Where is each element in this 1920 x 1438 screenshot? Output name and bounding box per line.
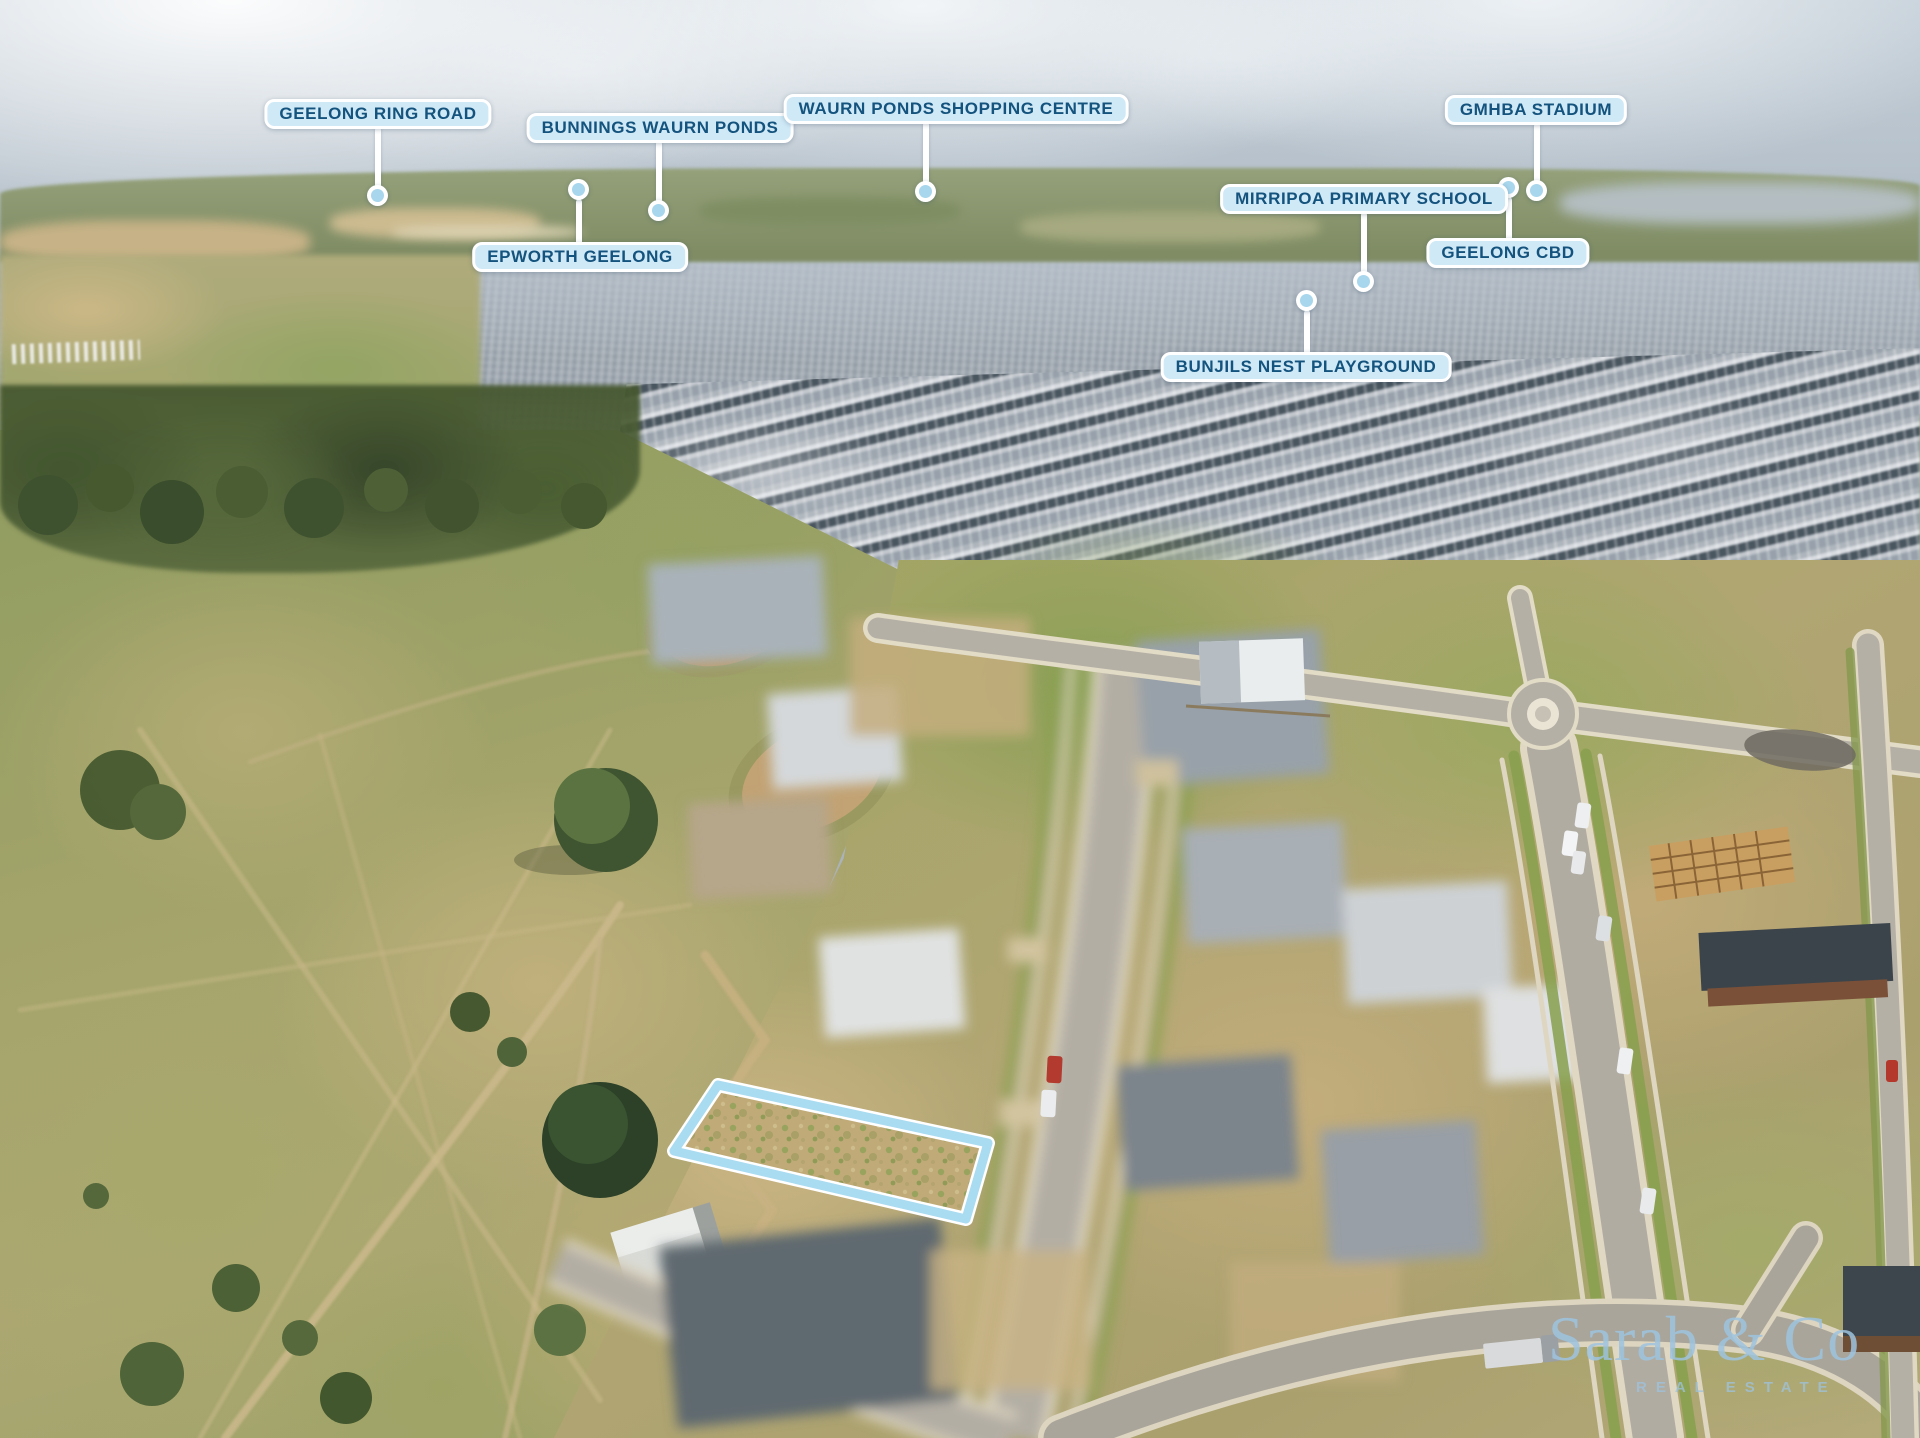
hill-field-patch: [1020, 212, 1320, 242]
location-pin-epworth-geelong: [568, 179, 589, 200]
callout-connector-geelong-ring-road: [375, 127, 381, 189]
callout-connector-bunjils-nest-playground: [1304, 310, 1310, 355]
agency-watermark: Sarab & Co REAL ESTATE: [1548, 1303, 1861, 1397]
location-pin-bunjils-nest-playground: [1296, 290, 1317, 311]
callout-bunjils-nest-playground: BUNJILS NEST PLAYGROUND: [1160, 352, 1452, 382]
location-pin-geelong-ring-road: [367, 185, 388, 206]
hill-tree-patch: [700, 198, 960, 224]
hill-sheds-strip: [392, 226, 582, 238]
location-pin-mirripoa-primary-school: [1353, 271, 1374, 292]
callout-geelong-cbd: GEELONG CBD: [1426, 238, 1590, 268]
callout-geelong-ring-road: GEELONG RING ROAD: [264, 99, 492, 129]
location-pin-waurn-ponds-shopping-centre: [915, 181, 936, 202]
blurred-estate: [545, 555, 1618, 1438]
distant-bay-haze: [1560, 182, 1920, 224]
estate-buildings: [1185, 638, 1920, 1352]
watermark-tagline: REAL ESTATE: [1636, 1379, 1837, 1397]
callout-epworth-geelong: EPWORTH GEELONG: [472, 242, 688, 272]
estate-roads: [863, 585, 1920, 1438]
callout-connector-geelong-cbd: [1506, 197, 1512, 241]
callout-mirripoa-primary-school: MIRRIPOA PRIMARY SCHOOL: [1220, 184, 1508, 214]
callout-waurn-ponds-shopping-centre: WAURN PONDS SHOPPING CENTRE: [783, 94, 1129, 124]
location-pin-bunnings-waurn-ponds: [648, 200, 669, 221]
dark-roof-building: [1698, 922, 1894, 1007]
callout-connector-mirripoa-primary-school: [1361, 212, 1367, 274]
corner-dark-building: [1843, 1266, 1920, 1352]
callout-connector-bunnings-waurn-ponds: [656, 141, 662, 203]
callout-gmhba-stadium: GMHBA STADIUM: [1444, 95, 1628, 125]
callout-connector-epworth-geelong: [576, 199, 582, 245]
highlighted-lot-outline: [667, 1078, 995, 1226]
callout-connector-waurn-ponds-shopping-centre: [923, 122, 929, 184]
house-frame-construction: [1648, 826, 1796, 902]
vehicles: [1040, 802, 1898, 1369]
callout-connector-gmhba-stadium: [1534, 123, 1540, 183]
callout-bunnings-waurn-ponds: BUNNINGS WAURN PONDS: [526, 113, 794, 143]
flatbed-truck: [1483, 1334, 1560, 1369]
watermark-brand-name: Sarab & Co: [1548, 1303, 1861, 1374]
location-pin-gmhba-stadium: [1526, 180, 1547, 201]
